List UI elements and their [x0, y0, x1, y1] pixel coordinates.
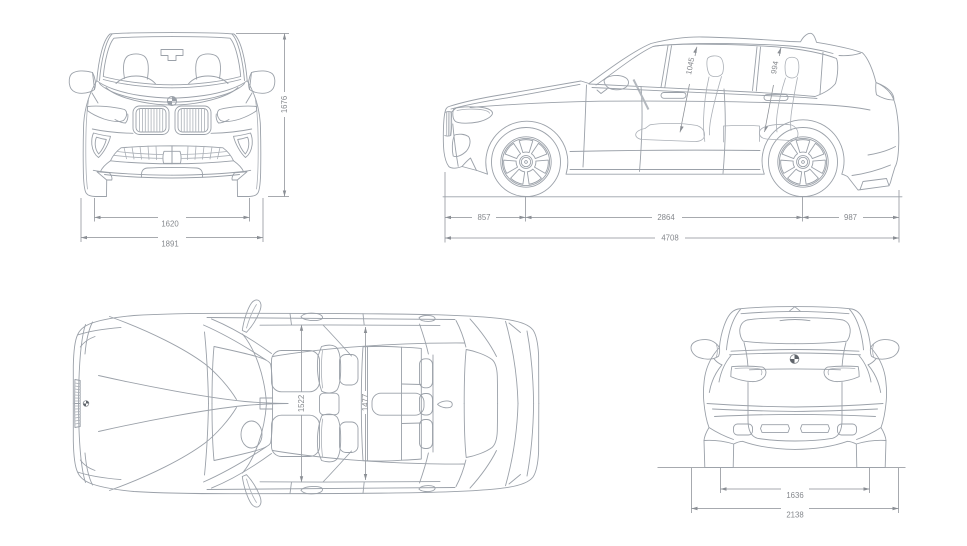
svg-text:987: 987: [844, 213, 857, 222]
svg-text:1477: 1477: [361, 394, 370, 411]
svg-text:1522: 1522: [297, 395, 306, 412]
svg-text:1891: 1891: [161, 239, 178, 248]
svg-text:994: 994: [769, 60, 780, 75]
svg-text:2138: 2138: [786, 511, 803, 520]
svg-text:1676: 1676: [280, 96, 289, 113]
svg-text:1045: 1045: [684, 56, 696, 75]
svg-text:1636: 1636: [786, 491, 803, 500]
svg-text:857: 857: [477, 213, 490, 222]
svg-text:2864: 2864: [657, 213, 675, 222]
svg-text:4708: 4708: [661, 234, 678, 243]
svg-text:1620: 1620: [161, 219, 179, 228]
